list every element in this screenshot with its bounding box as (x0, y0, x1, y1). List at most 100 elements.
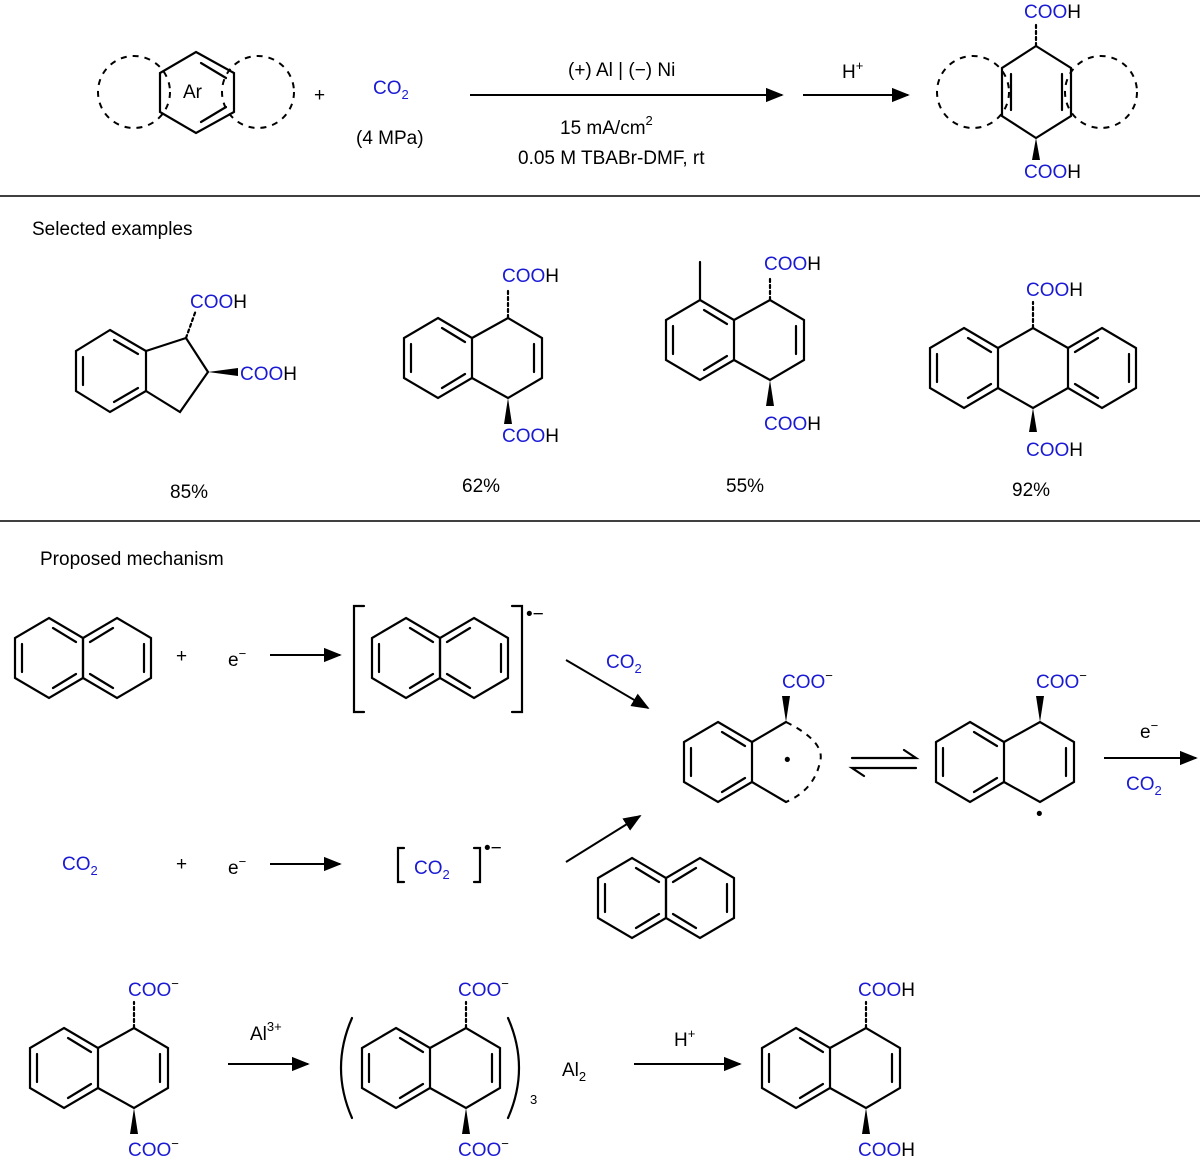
ring-b (438, 616, 510, 700)
radical-anion-charge: •− (484, 838, 502, 859)
carboxylate-top: COO− (128, 976, 179, 1001)
paren-right (506, 1016, 521, 1120)
naphthalene-reagent (596, 856, 736, 940)
electron-label: e− (228, 854, 246, 879)
co2-label: CO2 (1126, 774, 1162, 798)
fused-ring-left (97, 55, 171, 129)
carboxylate-bottom: COO− (458, 1136, 509, 1161)
stoichiometry-3: 3 (530, 1092, 537, 1107)
plus-sign: + (176, 646, 187, 667)
acid-label: H+ (842, 58, 863, 83)
cooh-top: COOH (858, 980, 915, 1001)
electrolyte-label: 0.05 M TBABr-DMF, rt (518, 148, 705, 169)
benzo-ring (402, 316, 474, 400)
ring-bonds (428, 1026, 502, 1110)
fused-ring-right (221, 55, 295, 129)
mechanism-title: Proposed mechanism (40, 549, 224, 570)
dihydro-ring (1000, 44, 1073, 140)
yield-2: 62% (462, 476, 500, 497)
solid-wedge-bottom (1032, 138, 1040, 160)
al-ion-label: Al3+ (250, 1019, 282, 1045)
ring-a (370, 616, 442, 700)
plus-sign: + (314, 85, 325, 106)
generic-arene: Ar (97, 50, 295, 135)
bracket-right (472, 846, 482, 884)
aromatic-double-bonds (409, 326, 467, 390)
ring-bonds (1002, 720, 1076, 804)
example-indane: COOH COOH 85% (74, 292, 297, 503)
inner-double-bonds (199, 61, 228, 124)
cooh-bottom: COOH (858, 1140, 915, 1161)
naphthalene-radical-anion: •− (352, 604, 544, 714)
cooh-2: COOH (240, 364, 297, 385)
forward-harpoon (850, 748, 920, 760)
equilibrium-arrows (848, 748, 920, 778)
right-benzo-ring (1066, 326, 1138, 410)
right-double-bonds (1073, 336, 1131, 400)
aromatic-double-bonds (603, 866, 729, 930)
aryl-label: Ar (183, 82, 203, 103)
benzo-ring (28, 1026, 100, 1110)
header-reaction: Ar + CO2 (4 MPa) (+) Al | (−) Ni 15 mA/c… (97, 2, 1138, 183)
dihydro-ring (732, 298, 806, 382)
naphthalene-addition-arrow (565, 815, 642, 863)
dihydro-ring (470, 316, 544, 400)
cooh-bottom: COOH (764, 414, 821, 435)
cooh-bottom: COOH (502, 426, 559, 447)
benzo-ring (664, 298, 736, 382)
electron-label: e− (1140, 718, 1158, 743)
current-density-label: 15 mA/cm2 (560, 113, 653, 139)
solid-wedge (766, 380, 774, 406)
dicarboxylate-dianion: COO− COO− (28, 976, 179, 1161)
co2-label: CO2 (373, 78, 409, 102)
example-dihydroanthracene: COOH COOH 92% (928, 280, 1138, 501)
solid-wedge (130, 1108, 138, 1134)
co2-label: CO2 (414, 858, 450, 882)
carboxylate-top: COO− (458, 976, 509, 1001)
ring-b (81, 616, 153, 700)
yield-1: 85% (170, 482, 208, 503)
solid-wedge (1036, 696, 1044, 722)
benzo-ring (682, 720, 754, 804)
paren-left (339, 1016, 354, 1120)
dihydro-product: COOH COOH (936, 2, 1138, 183)
cooh-top: COOH (1026, 280, 1083, 301)
inner-double-bonds (1009, 72, 1064, 112)
plus-sign: + (176, 854, 187, 875)
benzo-ring (360, 1026, 432, 1110)
bracket-right (510, 604, 524, 714)
dihydronaphthalene-diacid-product: COOH COOH (760, 980, 915, 1161)
hashed-wedge (184, 308, 198, 340)
ring-bonds (750, 720, 788, 804)
acid-label: H+ (674, 1026, 695, 1051)
ring-b (664, 856, 736, 940)
pressure-label: (4 MPa) (356, 128, 424, 149)
cooh-bottom: COOH (1026, 440, 1083, 461)
electrodes-label: (+) Al | (−) Ni (568, 60, 675, 81)
radical-anion-charge: •− (526, 604, 544, 625)
aromatic-double-bonds (941, 730, 999, 794)
benzo-ring (760, 1026, 832, 1110)
carboxylate: COO− (782, 668, 833, 693)
cyclopentane-bonds (144, 336, 210, 414)
benzene-ring (158, 50, 236, 135)
radical-dot: • (1036, 804, 1043, 825)
allyl-delocalization (785, 721, 822, 803)
aromatic-double-bonds (671, 308, 729, 372)
co2-label: CO2 (606, 652, 642, 676)
co2-radical-anion: CO2 •− (396, 838, 502, 884)
cooh-top: COOH (1024, 2, 1081, 23)
cooh-top: COOH (502, 266, 559, 287)
left-double-bonds (935, 336, 993, 400)
naphthalene-start (13, 616, 153, 700)
reverse-harpoon (848, 766, 918, 778)
electron-label: e− (228, 646, 246, 671)
yield-3: 55% (726, 476, 764, 497)
example-methyl-dihydronaphthalene: COOH COOH 55% (664, 254, 821, 497)
carboxylated-allyl-radical: • COO− (682, 668, 833, 804)
al2-label: Al2 (562, 1060, 586, 1084)
ring-a (13, 616, 85, 700)
bracket-left (396, 846, 406, 884)
yield-4: 92% (1012, 480, 1050, 501)
